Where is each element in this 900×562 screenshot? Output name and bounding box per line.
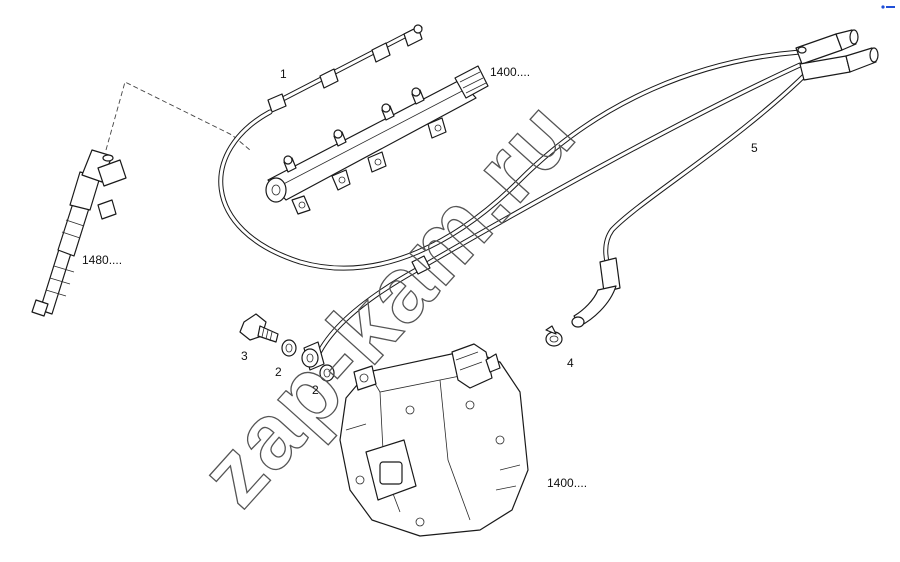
hose-clamp-part-4 [545,325,563,347]
sealing-washer-part-2b [319,364,335,382]
label-ref-pump: 1400.... [547,476,587,490]
sealing-washer-part-2a [281,339,297,357]
rail-mounting-lugs [291,117,447,215]
corner-logo [881,5,895,9]
y-connector [795,29,879,81]
fuel-injector [31,149,127,317]
high-pressure-pump [339,343,529,537]
rail-outlets [283,87,425,173]
label-ref-rail: 1400.... [490,65,530,79]
return-hose-loop [218,49,803,271]
label-part-4: 4 [567,356,574,370]
label-part-5: 5 [751,141,758,155]
hose-branch-part-5 [571,67,813,328]
label-part-3: 3 [241,349,248,363]
banjo-bolt-part-3 [239,313,279,343]
fuel-rail [265,65,489,215]
banjo-fitting [301,341,325,371]
leak-off-line-part-1 [267,24,423,113]
label-part-2a: 2 [275,365,282,379]
label-part-1: 1 [280,67,287,81]
injector-leader-line [105,81,251,151]
pump-return-line [315,62,803,358]
label-ref-injector: 1480.... [82,253,122,267]
label-part-2b: 2 [312,383,319,397]
